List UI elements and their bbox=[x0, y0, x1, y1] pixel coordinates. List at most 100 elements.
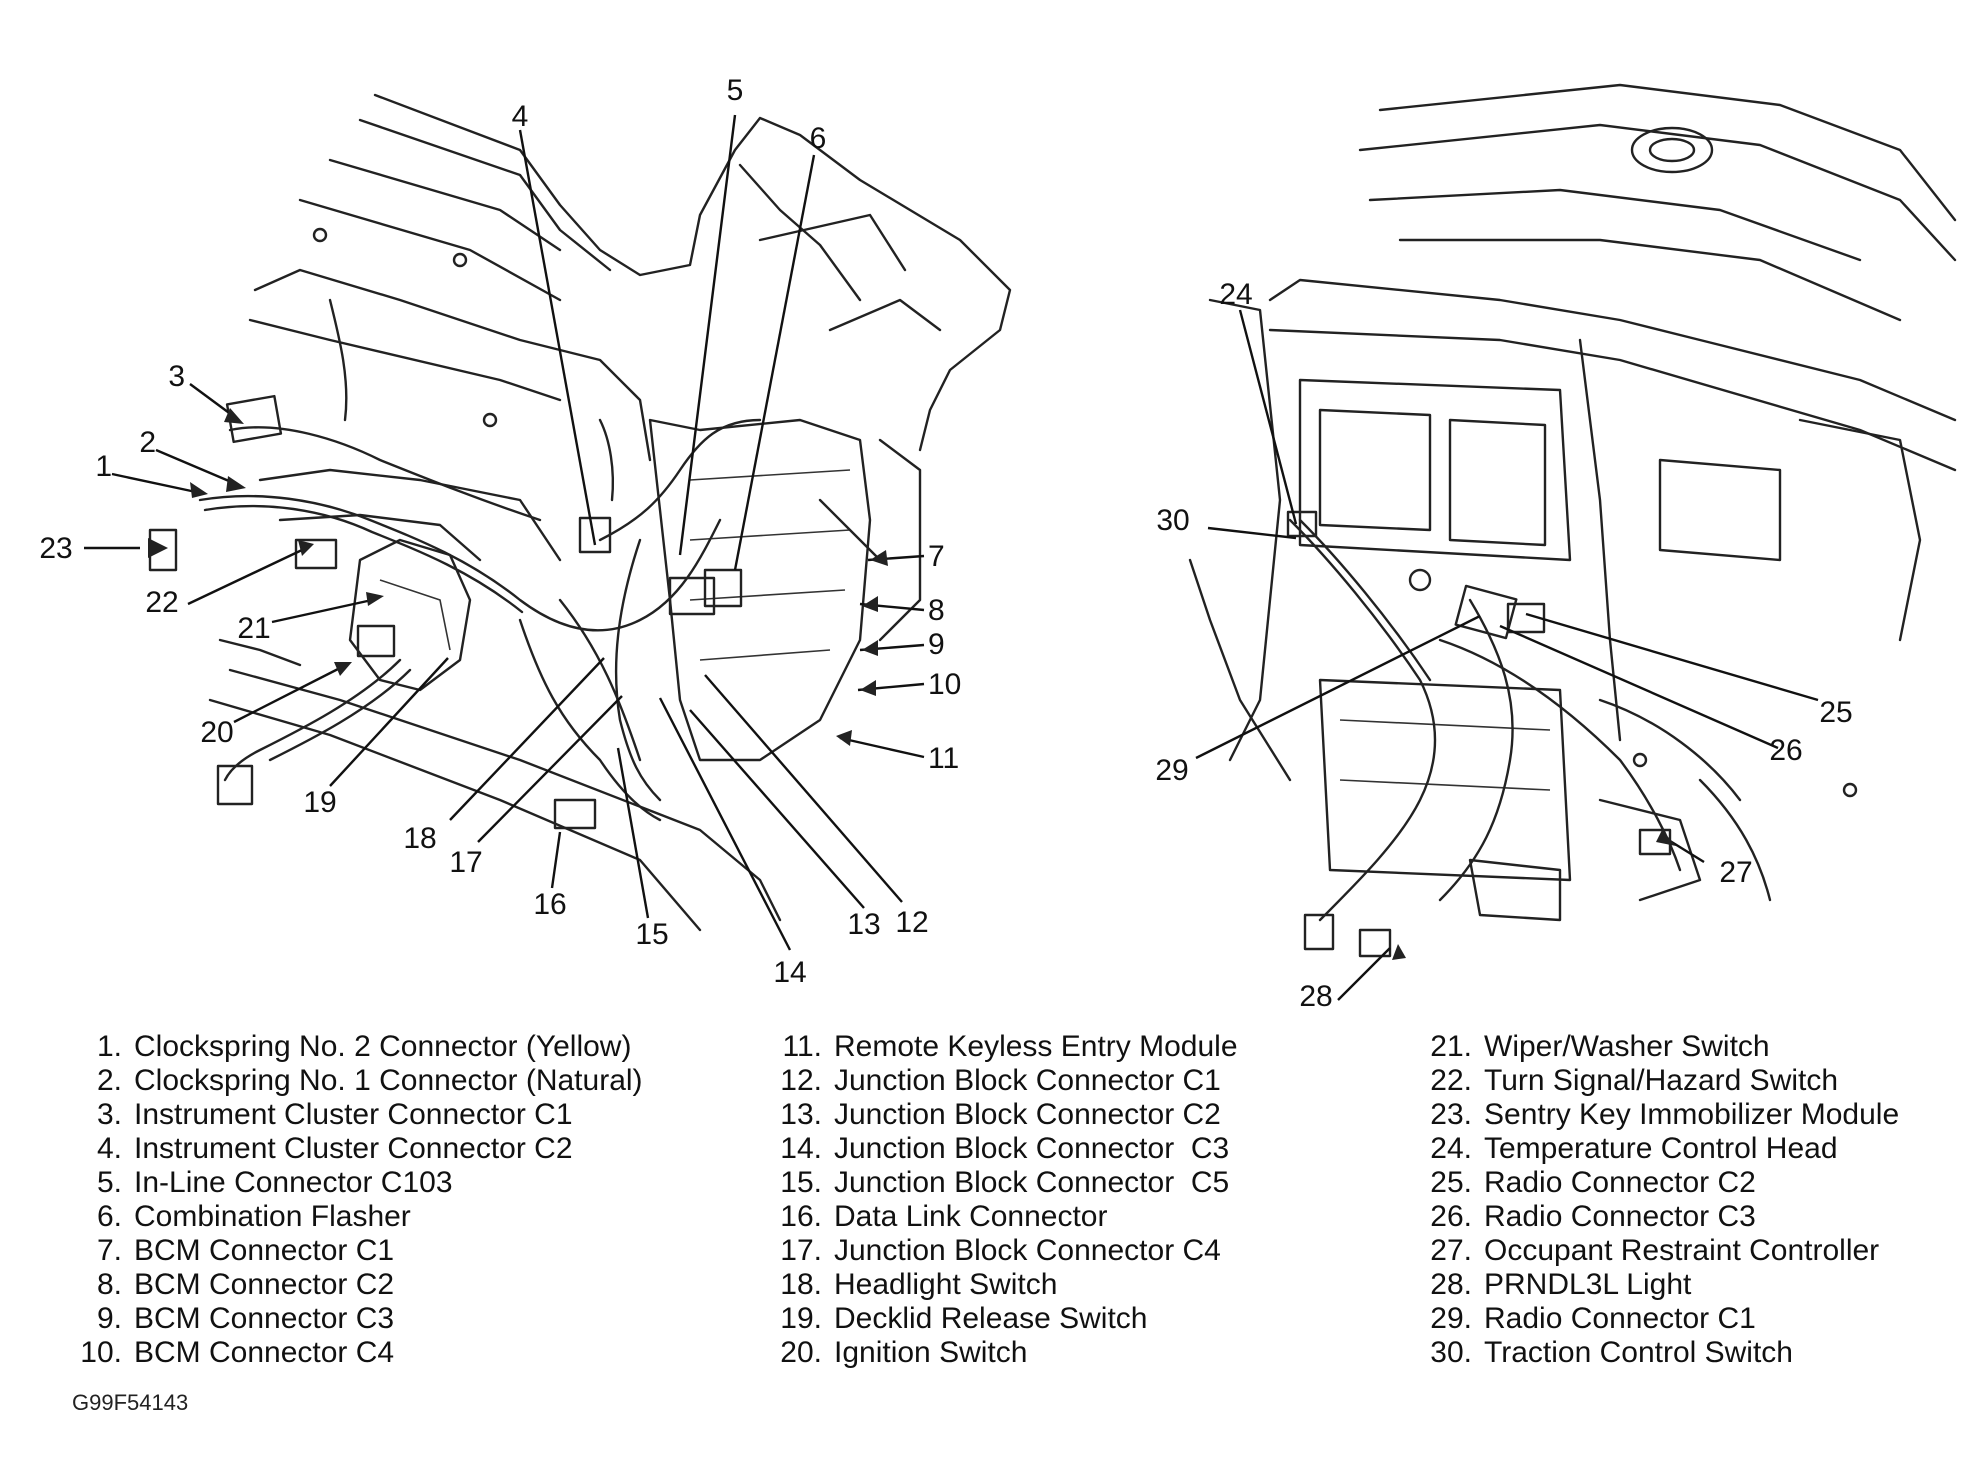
legend-item: 5.In-Line Connector C103 bbox=[60, 1166, 700, 1200]
legend-item: 6. Combination Flasher bbox=[60, 1200, 700, 1234]
callout-29: 29 bbox=[1155, 754, 1188, 787]
callout-numbers: 1 2 3 4 5 6 7 8 9 10 11 12 13 14 15 16 1… bbox=[39, 74, 1852, 1013]
callout-13: 13 bbox=[847, 908, 880, 941]
legend-number: 10. bbox=[80, 1336, 122, 1369]
legend-column-1: 1. Clockspring No. 2 Connector (Yellow) 2… bbox=[60, 1030, 700, 1370]
legend-number: 17. bbox=[780, 1234, 822, 1267]
legend-item: 21. Wiper/Washer Switch bbox=[1410, 1030, 1950, 1064]
callout-10: 10 bbox=[928, 668, 961, 701]
legend-label: Combination Flasher bbox=[134, 1200, 411, 1233]
legend-label: BCM Connector C4 bbox=[134, 1336, 395, 1369]
callout-leaders bbox=[84, 114, 1819, 1001]
legend-label: Clockspring No. 2 Connector (Yellow) bbox=[134, 1030, 632, 1063]
legend-number: 11. bbox=[782, 1030, 822, 1063]
legend-label: BCM Connector C2 bbox=[134, 1268, 395, 1301]
legend-item: 20.Ignition Switch bbox=[760, 1336, 1400, 1370]
legend-label: Radio Connector C1 bbox=[1484, 1302, 1756, 1335]
legend-item: 15. Junction Block Connector C5 bbox=[760, 1166, 1400, 1200]
callout-7: 7 bbox=[928, 540, 945, 573]
legend-item: 8. BCM Connector C2 bbox=[60, 1268, 700, 1302]
legend-label: Junction Block Connector C4 bbox=[834, 1234, 1221, 1267]
legend-label: Traction Control Switch bbox=[1484, 1336, 1793, 1369]
legend-label: Junction Block Connector C2 bbox=[834, 1098, 1221, 1131]
legend-number: 15. bbox=[780, 1166, 822, 1199]
legend-number: 20. bbox=[780, 1336, 822, 1369]
legend-label: Wiper/Washer Switch bbox=[1484, 1030, 1770, 1063]
legend-item: 4. Instrument Cluster Connector C2 bbox=[60, 1132, 700, 1166]
legend-item: 25. Radio Connector C2 bbox=[1410, 1166, 1950, 1200]
callout-17: 17 bbox=[449, 846, 482, 879]
wiring-locator-diagram: 1 2 3 4 5 6 7 8 9 10 11 12 13 14 15 16 1… bbox=[39, 74, 1957, 1013]
legend-number: 24. bbox=[1430, 1132, 1472, 1165]
legend-number: 25. bbox=[1430, 1166, 1472, 1199]
legend-item: 7. BCM Connector C1 bbox=[60, 1234, 700, 1268]
legend-number: 13. bbox=[780, 1098, 822, 1131]
legend-number: 9. bbox=[96, 1302, 122, 1335]
legend-item: 18. Headlight Switch bbox=[760, 1268, 1400, 1302]
callout-23: 23 bbox=[39, 532, 72, 565]
callout-9: 9 bbox=[928, 628, 945, 661]
legend-number: 16. bbox=[780, 1200, 822, 1233]
legend-label: BCM Connector C1 bbox=[134, 1234, 395, 1267]
callout-5: 5 bbox=[727, 74, 744, 107]
legend-item: 17. Junction Block Connector C4 bbox=[760, 1234, 1400, 1268]
legend-label: Junction Block Connector C3 bbox=[834, 1132, 1230, 1165]
legend-item: 16.Data Link Connector bbox=[760, 1200, 1400, 1234]
legend-item: 23.Sentry Key Immobilizer Module bbox=[1410, 1098, 1950, 1132]
legend-item: 9. BCM Connector C3 bbox=[60, 1302, 700, 1336]
legend-number: 22. bbox=[1430, 1064, 1472, 1097]
legend-label: Headlight Switch bbox=[834, 1268, 1058, 1301]
legend-label: Occupant Restraint Controller bbox=[1484, 1234, 1880, 1267]
callout-11: 11 bbox=[928, 742, 959, 775]
legend-number: 4. bbox=[96, 1132, 122, 1165]
legend-number: 6. bbox=[96, 1200, 122, 1233]
legend-column-2: 11. Remote Keyless Entry Module 12.Juncti… bbox=[760, 1030, 1400, 1370]
legend-item: 24. Temperature Control Head bbox=[1410, 1132, 1950, 1166]
callout-3: 3 bbox=[168, 360, 185, 393]
legend-label: Junction Block Connector C1 bbox=[834, 1064, 1221, 1097]
legend-item: 11. Remote Keyless Entry Module bbox=[760, 1030, 1400, 1064]
legend-item: 14. Junction Block Connector C3 bbox=[760, 1132, 1400, 1166]
callout-arrowheads bbox=[148, 408, 1676, 960]
legend-label: Radio Connector C2 bbox=[1484, 1166, 1756, 1199]
legend-number: 3. bbox=[96, 1098, 122, 1131]
legend-number: 27. bbox=[1430, 1234, 1472, 1267]
callout-26: 26 bbox=[1769, 734, 1802, 767]
callout-8: 8 bbox=[928, 594, 945, 627]
legend-number: 28. bbox=[1430, 1268, 1472, 1301]
legend-label: PRNDL3L Light bbox=[1484, 1268, 1692, 1301]
callout-27: 27 bbox=[1719, 856, 1752, 889]
legend-label: In-Line Connector C103 bbox=[134, 1166, 453, 1199]
legend-item: 12.Junction Block Connector C1 bbox=[760, 1064, 1400, 1098]
callout-14: 14 bbox=[773, 956, 806, 989]
legend-number: 8. bbox=[96, 1268, 122, 1301]
legend-number: 26. bbox=[1430, 1200, 1472, 1233]
legend-number: 14. bbox=[780, 1132, 822, 1165]
legend-number: 1. bbox=[96, 1030, 122, 1063]
legend-number: 29. bbox=[1430, 1302, 1472, 1335]
legend-number: 2. bbox=[96, 1064, 122, 1097]
right-dashboard-illustration bbox=[1188, 83, 1957, 958]
callout-16: 16 bbox=[533, 888, 566, 921]
legend-number: 19. bbox=[780, 1302, 822, 1335]
legend-number: 23. bbox=[1430, 1098, 1472, 1131]
legend-label: Radio Connector C3 bbox=[1484, 1200, 1756, 1233]
callout-28: 28 bbox=[1299, 980, 1332, 1013]
legend-label: BCM Connector C3 bbox=[134, 1302, 395, 1335]
legend-item: 30.Traction Control Switch bbox=[1410, 1336, 1950, 1370]
legend-item: 26. Radio Connector C3 bbox=[1410, 1200, 1950, 1234]
callout-1: 1 bbox=[95, 450, 112, 483]
legend-label: Instrument Cluster Connector C2 bbox=[134, 1132, 573, 1165]
legend-label: Junction Block Connector C5 bbox=[834, 1166, 1230, 1199]
legend-number: 18. bbox=[780, 1268, 822, 1301]
left-dashboard-illustration bbox=[148, 93, 1012, 932]
legend-number: 7. bbox=[96, 1234, 122, 1267]
legend-label: Temperature Control Head bbox=[1484, 1132, 1838, 1165]
legend-label: Remote Keyless Entry Module bbox=[834, 1030, 1238, 1063]
callout-18: 18 bbox=[403, 822, 436, 855]
legend-item: 10. BCM Connector C4 bbox=[60, 1336, 700, 1370]
legend-item: 3. Instrument Cluster Connector C1 bbox=[60, 1098, 700, 1132]
legend-number: 21. bbox=[1430, 1030, 1472, 1063]
legend-item: 27. Occupant Restraint Controller bbox=[1410, 1234, 1950, 1268]
legend-label: Instrument Cluster Connector C1 bbox=[134, 1098, 573, 1131]
